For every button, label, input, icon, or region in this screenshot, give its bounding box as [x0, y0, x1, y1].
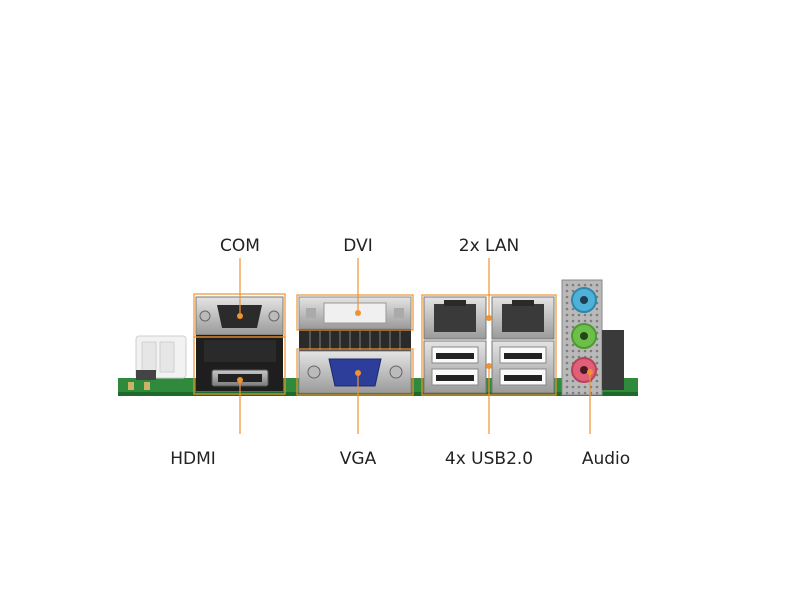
port-label-com: COM: [220, 236, 260, 256]
audio-jacks: [561, 279, 624, 396]
power-connector: [135, 335, 187, 380]
callout-dots: [237, 310, 593, 383]
usb-stack-1: [423, 340, 487, 394]
port-label-lan: 2x LAN: [458, 236, 520, 256]
callout-overlay: [193, 258, 591, 434]
vga-port: [298, 329, 412, 394]
usb-stack-2: [491, 340, 555, 394]
lan-port-2: [491, 296, 555, 340]
port-label-usb: 4x USB2.0: [444, 449, 534, 469]
port-label-audio: Audio: [581, 449, 631, 469]
port-label-vga: VGA: [339, 449, 377, 469]
port-label-hdmi: HDMI: [170, 449, 216, 469]
dvi-callout-box: [296, 294, 414, 331]
lan-port-1: [423, 296, 487, 340]
port-label-dvi: DVI: [343, 236, 373, 256]
vga-callout-box: [296, 348, 414, 396]
